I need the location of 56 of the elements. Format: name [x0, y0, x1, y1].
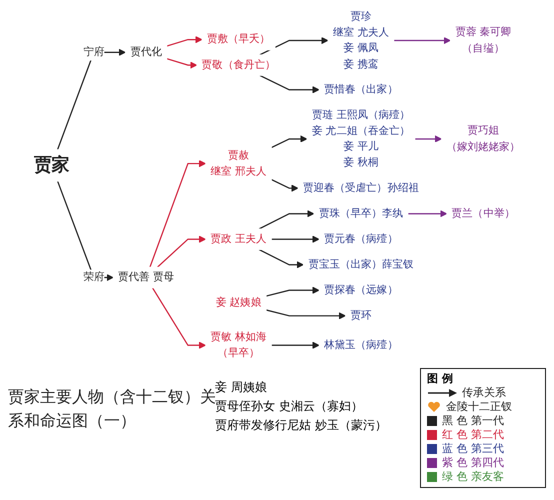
arrow	[166, 58, 198, 69]
legend-label: 传承关系	[462, 386, 506, 400]
node-text: 贾琏 王熙凤（病殪） 妾 尤二姐（吞金亡） 妾 平儿 妾 秋桐	[312, 108, 410, 169]
node-text: 贾敬（食丹亡）	[202, 58, 276, 71]
node-text: 贾环	[350, 310, 372, 322]
node-text: 贾兰（中举）	[452, 207, 515, 220]
arrow	[258, 210, 314, 230]
legend-label: 绿 色 亲友客	[442, 470, 504, 484]
legend-label: 黑 色 第一代	[442, 414, 504, 428]
node-text: 贾敏 林如海 （早卒）	[210, 331, 267, 360]
edge-label: 荣府	[83, 271, 104, 284]
node-text: 贾家	[34, 155, 70, 176]
arrow	[149, 160, 206, 268]
arrow	[271, 135, 308, 148]
arrow	[57, 48, 126, 150]
legend-label: 蓝 色 第三代	[442, 442, 504, 456]
node-text: 贾敷（早夭）	[206, 33, 270, 46]
node-text: 贾宝玉（出家）薛宝钗	[308, 258, 414, 271]
node-text: 贾代化	[130, 46, 162, 58]
arrow	[260, 74, 320, 94]
arrow	[266, 286, 320, 297]
arrow	[258, 249, 304, 268]
node-text: 贾代善 贾母	[118, 271, 174, 284]
edge-label: 宁府	[83, 46, 104, 58]
arrow	[414, 135, 442, 143]
node-text: 贾珠（早卒）李纨	[318, 207, 404, 220]
node-text: 贾赦 继室 邢夫人	[210, 149, 267, 178]
legend-label: 红 色 第二代	[442, 428, 504, 442]
note-text: 贾母侄孙女 史湘云（寡妇）	[215, 399, 364, 415]
arrow	[57, 180, 114, 282]
arrow	[271, 236, 320, 243]
arrow	[408, 210, 448, 218]
legend-label: 紫 色 第四代	[442, 456, 504, 470]
arrow	[271, 179, 298, 192]
arrow	[166, 36, 202, 47]
node-text: 贾珍 继室 尤夫人 妾 佩凤 妾 携鸾	[332, 10, 389, 70]
arrow	[394, 36, 451, 44]
arrow	[157, 236, 206, 268]
legend-heading: 图 例	[427, 372, 453, 386]
node-text: 贾政 王夫人	[210, 232, 267, 246]
node-text: 贾惜春（出家）	[324, 83, 398, 96]
diagram-title: 贾家主要人物（含十二钗）关系和命运图（一）	[8, 387, 216, 430]
arrow	[260, 36, 328, 56]
node-text: 贾探春（远嫁）	[324, 284, 398, 296]
node-text: 林黛玉（病殪）	[324, 339, 398, 352]
note-text: 贾府带发修行尼姑 妙玉（蒙污）	[215, 417, 388, 434]
arrow	[266, 309, 346, 320]
node-text: 贾巧姐 （嫁刘姥姥家）	[446, 124, 520, 153]
arrow	[271, 342, 320, 349]
legend-label: 金陵十二正钗	[446, 400, 512, 414]
node-text: 贾元春（病殪）	[324, 232, 398, 246]
arrow	[152, 288, 206, 349]
note-text: 妾 周姨娘	[215, 379, 268, 394]
node-text: 妾 赵姨娘	[216, 296, 262, 309]
node-text: 贾蓉 秦可卿 （自缢）	[455, 26, 512, 54]
node-text: 贾迎春（受虐亡）孙绍祖	[302, 182, 419, 194]
